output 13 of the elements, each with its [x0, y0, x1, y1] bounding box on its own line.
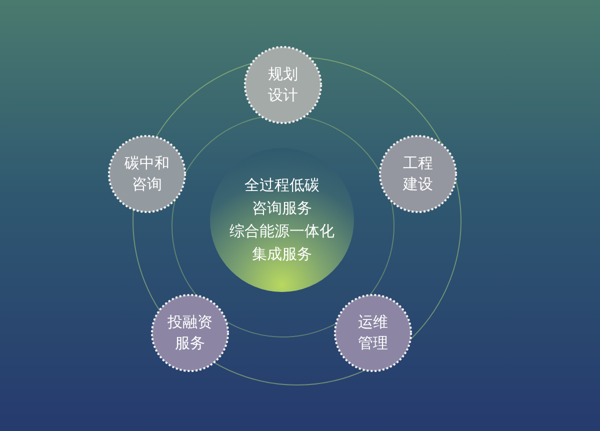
- service-circle: [334, 294, 412, 372]
- circle-label: 工程建设: [402, 153, 434, 195]
- circle-label: 综合能源一体化集成服务: [228, 221, 336, 265]
- circle-label: 规划设计: [267, 64, 299, 106]
- circle-label: 碳中和咨询: [124, 153, 170, 195]
- service-circle: [379, 135, 457, 213]
- service-circle: [244, 46, 322, 124]
- service-circle: [108, 135, 186, 213]
- center-circle: [210, 148, 354, 292]
- circle-label: 运维管理: [357, 312, 389, 354]
- circle-label: 全过程低碳咨询服务: [244, 175, 320, 219]
- service-circle: [151, 294, 229, 372]
- circle-label: 投融资服务: [166, 312, 214, 354]
